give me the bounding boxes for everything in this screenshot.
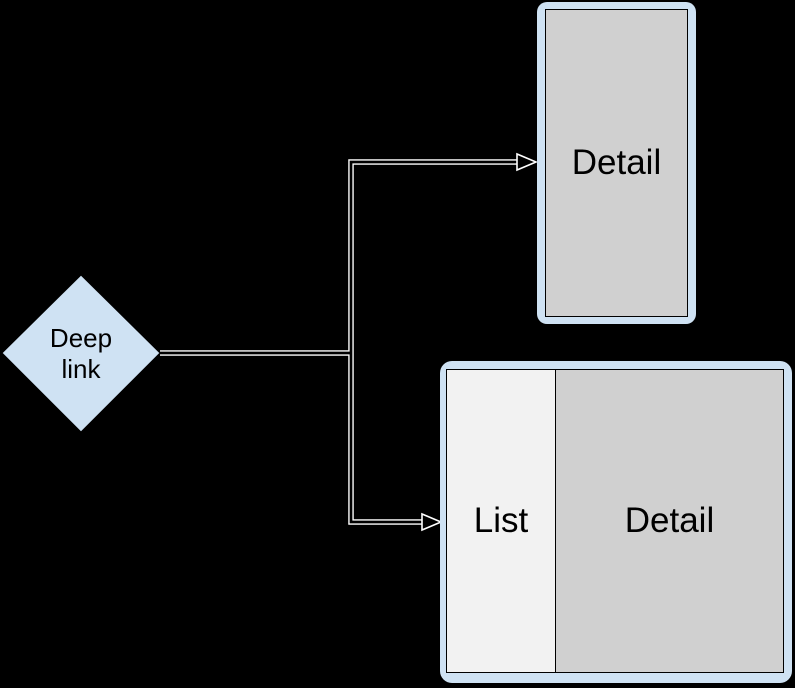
deep-link-diamond [1, 274, 161, 433]
detail-pane-label: Detail [624, 501, 715, 540]
tablet-device-frame: List Detail [440, 361, 792, 683]
edge-lines-core [160, 160, 519, 524]
deep-link-node: Deep link [2, 275, 160, 432]
detail-screen-label: Detail [571, 143, 662, 182]
detail-screen-pane: Detail [545, 9, 688, 317]
arrowhead-to-detail-screen [516, 152, 539, 172]
phone-device-frame: Detail [537, 2, 696, 324]
deep-link-label-line1: Deep [49, 322, 113, 353]
list-pane-label: List [473, 501, 529, 540]
arrowhead-to-list-detail-screen [421, 512, 444, 532]
detail-pane: Detail [556, 370, 783, 672]
list-detail-screen: List Detail [446, 369, 784, 673]
list-pane: List [447, 370, 556, 672]
deep-link-label-line2: link [61, 353, 101, 384]
